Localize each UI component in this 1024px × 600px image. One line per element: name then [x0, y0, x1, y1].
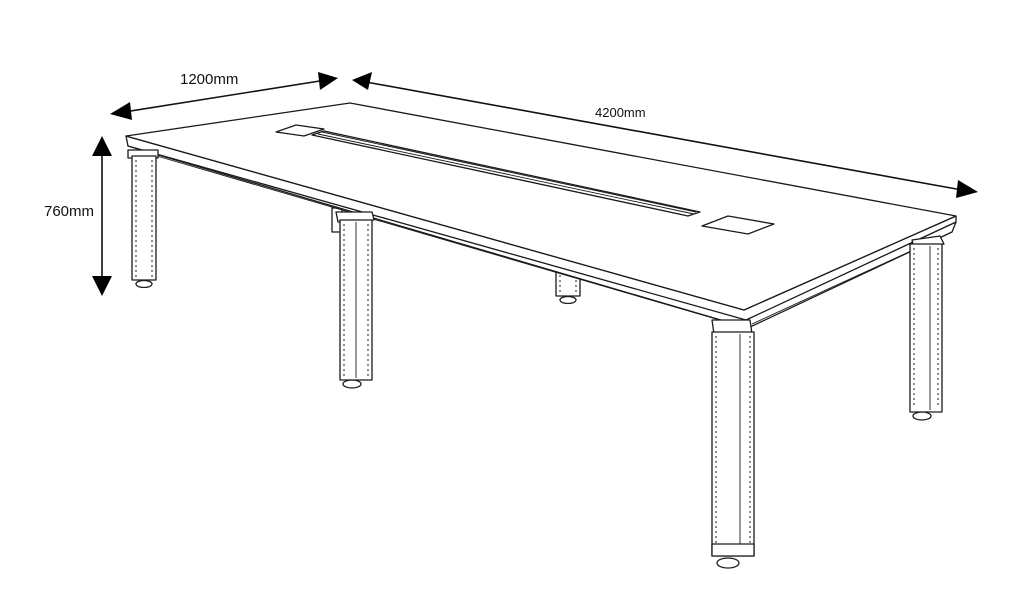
cable-trough [311, 130, 701, 217]
grommet-left [275, 124, 325, 137]
width-dimension-label: 1200mm [180, 71, 239, 88]
leg-front-right-corner [711, 319, 755, 569]
height-dimension-label: 760mm [44, 203, 95, 220]
width-dimension-arrow [110, 72, 338, 120]
height-dimension-arrow [92, 136, 112, 296]
length-dimension-arrow [352, 72, 978, 198]
grommet-right [701, 215, 775, 235]
leg-back-right-corner [909, 235, 945, 421]
leg-middle-front [335, 211, 375, 389]
length-dimension-label: 4200mm [595, 105, 646, 120]
table-top [125, 102, 957, 329]
leg-front-left [127, 149, 159, 289]
